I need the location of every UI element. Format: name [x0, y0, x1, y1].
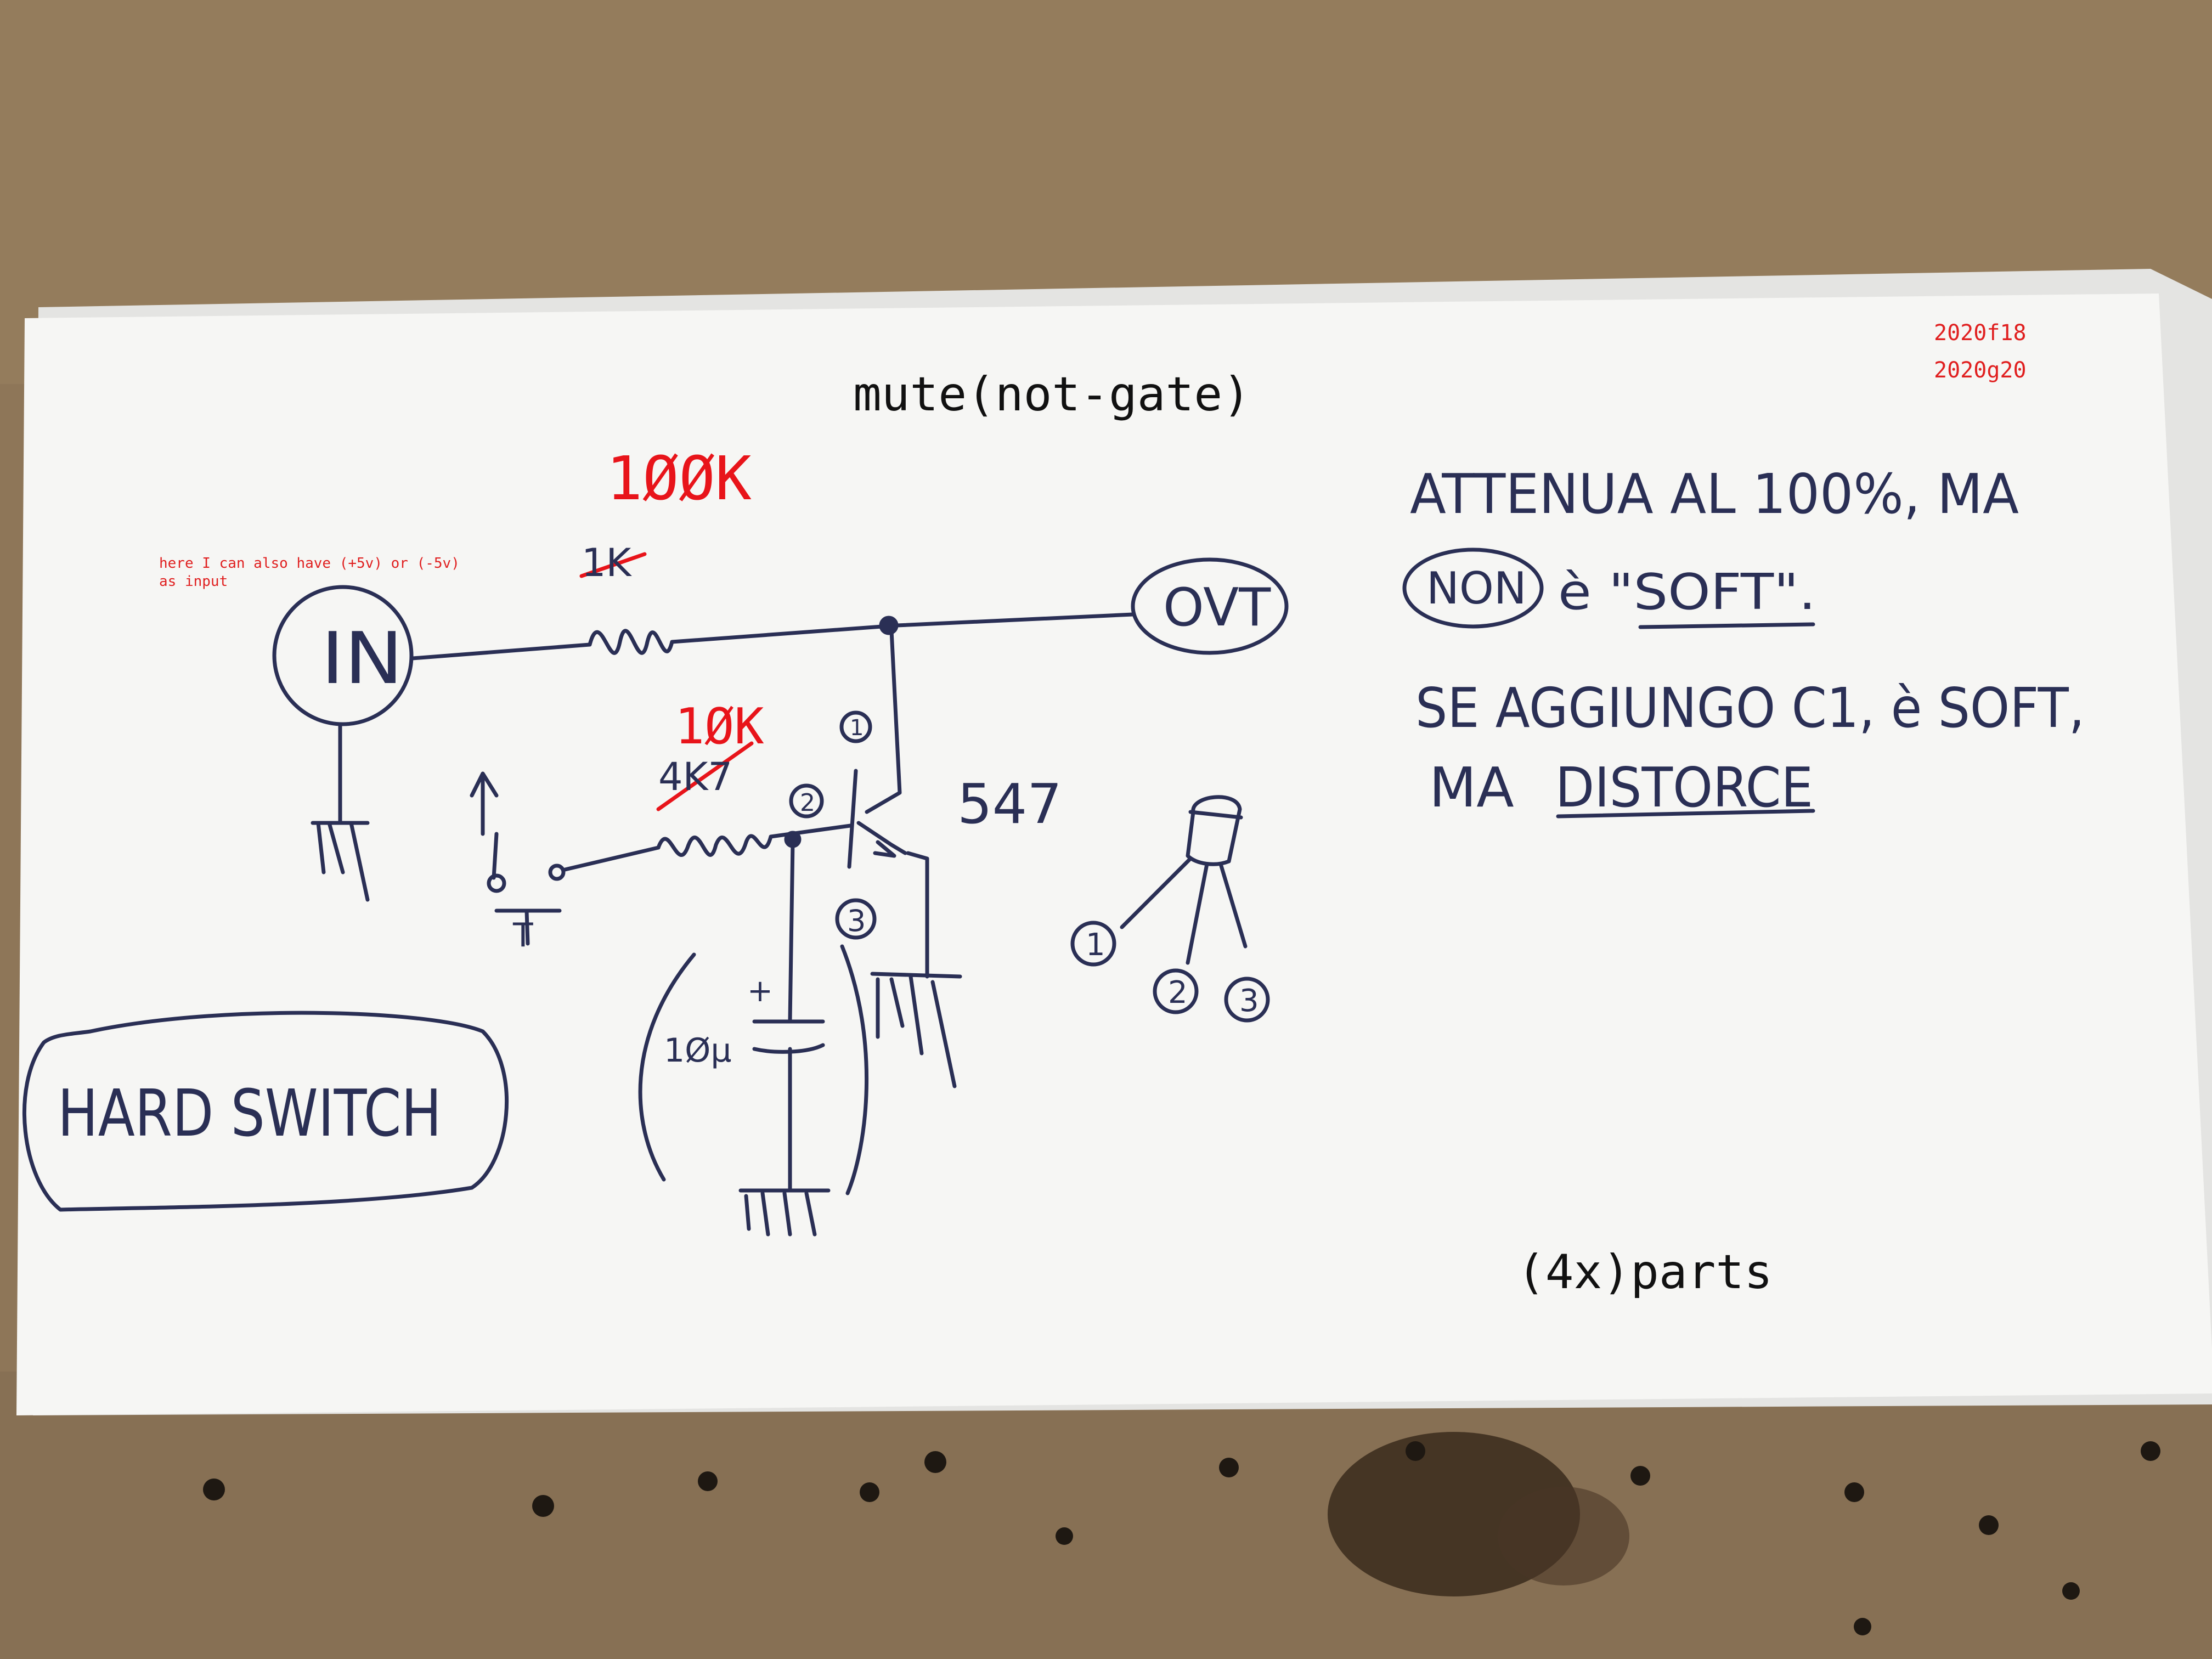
pin-2-label: 2: [800, 789, 815, 817]
table-holes: [203, 1441, 2160, 1635]
pinout-legs: [1120, 856, 1248, 965]
soft-underline: [1638, 622, 1815, 629]
cap-ground-symbol: [738, 1188, 831, 1237]
date-2-text: 2020g20: [1934, 358, 2027, 383]
note-line-1: ATTENUA AL 100%, MA: [1410, 462, 2019, 526]
emitter-ground-symbol: [870, 972, 962, 1088]
input-note-line2: as input: [159, 573, 228, 590]
note-line-4-start: MA: [1429, 755, 1514, 820]
junction-dot: [879, 616, 899, 635]
r2-strike: [656, 741, 754, 811]
cap-wire-top: [788, 840, 795, 1023]
note-line-2-non: NON: [1426, 563, 1527, 614]
collector-wire: [865, 629, 902, 814]
transistor-label: 547: [957, 772, 1062, 836]
switch-label: T: [512, 916, 533, 955]
input-label: IN: [321, 617, 403, 700]
transistor-emitter: [856, 821, 907, 858]
schematic: [22, 548, 1815, 1237]
pin-2-circle: [789, 783, 824, 819]
parts-note-text: (4x)parts: [1517, 1245, 1773, 1300]
transistor-base: [847, 769, 858, 869]
switch-base: [494, 909, 562, 946]
r1-strike: [579, 552, 647, 578]
switch-contact-2: [548, 864, 566, 881]
pinout-pin-1-circle: [1070, 921, 1116, 967]
r1-old-value: 1K: [582, 540, 633, 585]
output-label: OVT: [1163, 578, 1271, 638]
pin-3-circle: [835, 898, 877, 940]
schematic-labels: IN OVT 1K 1ØØK 4K7 1ØK 547 1 2 3 1Øµ + T…: [58, 443, 1271, 1151]
pinout-pin-2-circle: [1153, 968, 1199, 1014]
output-terminal: [1131, 557, 1289, 655]
red-corrections: [579, 552, 754, 811]
typed-annotations: mute(not-gate) 2020f18 2020g20 here I ca…: [159, 320, 2027, 1300]
input-terminal: [272, 585, 414, 726]
pinout-pin-1-label: 1: [1086, 927, 1105, 963]
cap-value-label: 1Øµ: [664, 1031, 732, 1070]
cap-plus-label: +: [747, 973, 773, 1009]
switch-arrow: [470, 771, 499, 836]
input-note-line1: here I can also have (+5v) or (-5v): [159, 555, 460, 572]
switch-wire: [563, 845, 661, 872]
cap-bracket-right: [840, 944, 869, 1195]
emitter-wire: [906, 851, 929, 979]
non-circle: [1402, 548, 1544, 629]
r1-new-value: 1ØØK: [606, 443, 752, 514]
pin-1-label: 1: [850, 715, 864, 741]
r2-new-value: 1ØK: [675, 698, 764, 755]
input-ground-symbol: [311, 722, 370, 902]
switch-contact-1: [487, 873, 506, 893]
input-wire: [410, 642, 592, 661]
date-1-text: 2020f18: [1934, 320, 2027, 346]
pin-1-circle: [839, 710, 872, 743]
note-line-4-underlined: DISTORCE: [1555, 755, 1813, 820]
resistor-r2: [656, 823, 853, 857]
distorce-underline: [1556, 809, 1815, 819]
r2-old-value: 4K7: [658, 754, 732, 799]
note-line-2-rest: è "SOFT".: [1558, 563, 1816, 621]
note-line-3: SE AGGIUNGO C1, è SOFT,: [1415, 676, 2085, 740]
paper-sheet: [16, 269, 2212, 1415]
pinout-pin-2-label: 2: [1168, 975, 1188, 1011]
pinout-transistor-body: [1186, 795, 1243, 866]
pinout-pin-3-circle: [1224, 977, 1270, 1023]
title-text: mute(not-gate): [853, 367, 1251, 422]
output-wire: [895, 612, 1135, 628]
cap-bracket-left: [638, 952, 696, 1182]
handwritten-notes: ATTENUA AL 100%, MA NON è "SOFT". SE AGG…: [1410, 462, 2085, 820]
resistor-r1: [588, 623, 899, 655]
pin-3-label: 3: [847, 904, 866, 938]
pinout-labels: 1 2 3: [1086, 927, 1259, 1019]
switch-lever: [492, 832, 499, 880]
hard-switch-box: [22, 1011, 509, 1212]
hard-switch-label: HARD SWITCH: [58, 1075, 442, 1151]
pinout-pin-3-label: 3: [1239, 983, 1259, 1019]
